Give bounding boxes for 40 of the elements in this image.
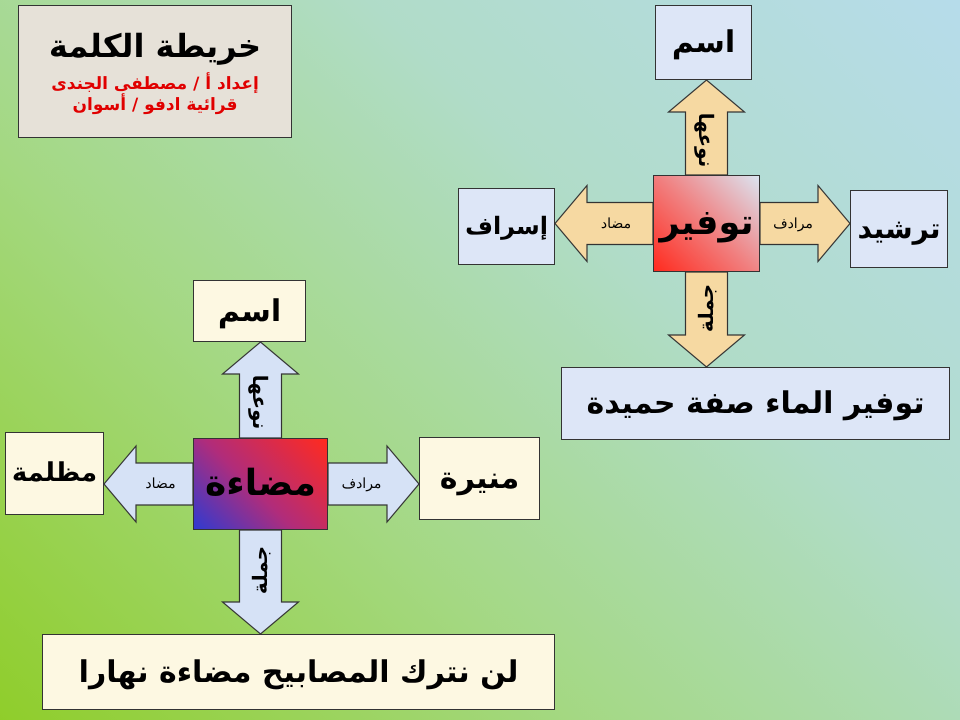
word-text: توفير [659,202,754,245]
center-word-box [653,175,760,272]
word-text: اسم [218,292,282,330]
credit-text: إعداد أ / مصطفى الجندى [51,74,259,94]
edge-label: نوعها [250,374,270,430]
word-box [193,280,306,342]
word-text: مضاءة [205,462,316,506]
word-box [458,188,555,265]
edge-label: مرادف [773,216,813,230]
block-arrow [327,444,420,524]
block-arrow [554,184,654,264]
edge-label: جملة [696,283,716,332]
edge-label: مضاد [600,216,632,230]
title-text: خريطة الكلمة [48,26,262,68]
word-text: منيرة [440,460,520,498]
word-box [42,634,555,710]
word-box [419,437,540,520]
word-box [561,367,950,440]
edge-label: نوعها [696,112,716,167]
word-box [5,432,104,515]
block-arrow [103,444,194,524]
word-box [850,190,948,268]
word-text: اسم [672,24,736,62]
word-box [655,5,752,80]
word-text: إسراف [465,210,548,242]
block-arrow [220,341,300,439]
block-arrow [220,529,300,635]
word-text: لن نترك المصابيح مضاءة نهارا [78,654,518,692]
edge-label: مرادف [342,477,382,491]
edge-label: جملة [250,546,270,594]
word-text: ترشيد [857,210,941,247]
center-word-box [193,438,328,530]
title-card [18,5,292,138]
credit-text: قرائية ادفو / أسوان [72,95,238,117]
block-arrow [666,79,746,176]
edge-label: مضاد [145,477,176,491]
word-text: توفير الماء صفة حميدة [586,385,925,423]
block-arrow [759,184,851,264]
block-arrow [666,271,746,368]
word-text: مظلمة [12,456,98,490]
